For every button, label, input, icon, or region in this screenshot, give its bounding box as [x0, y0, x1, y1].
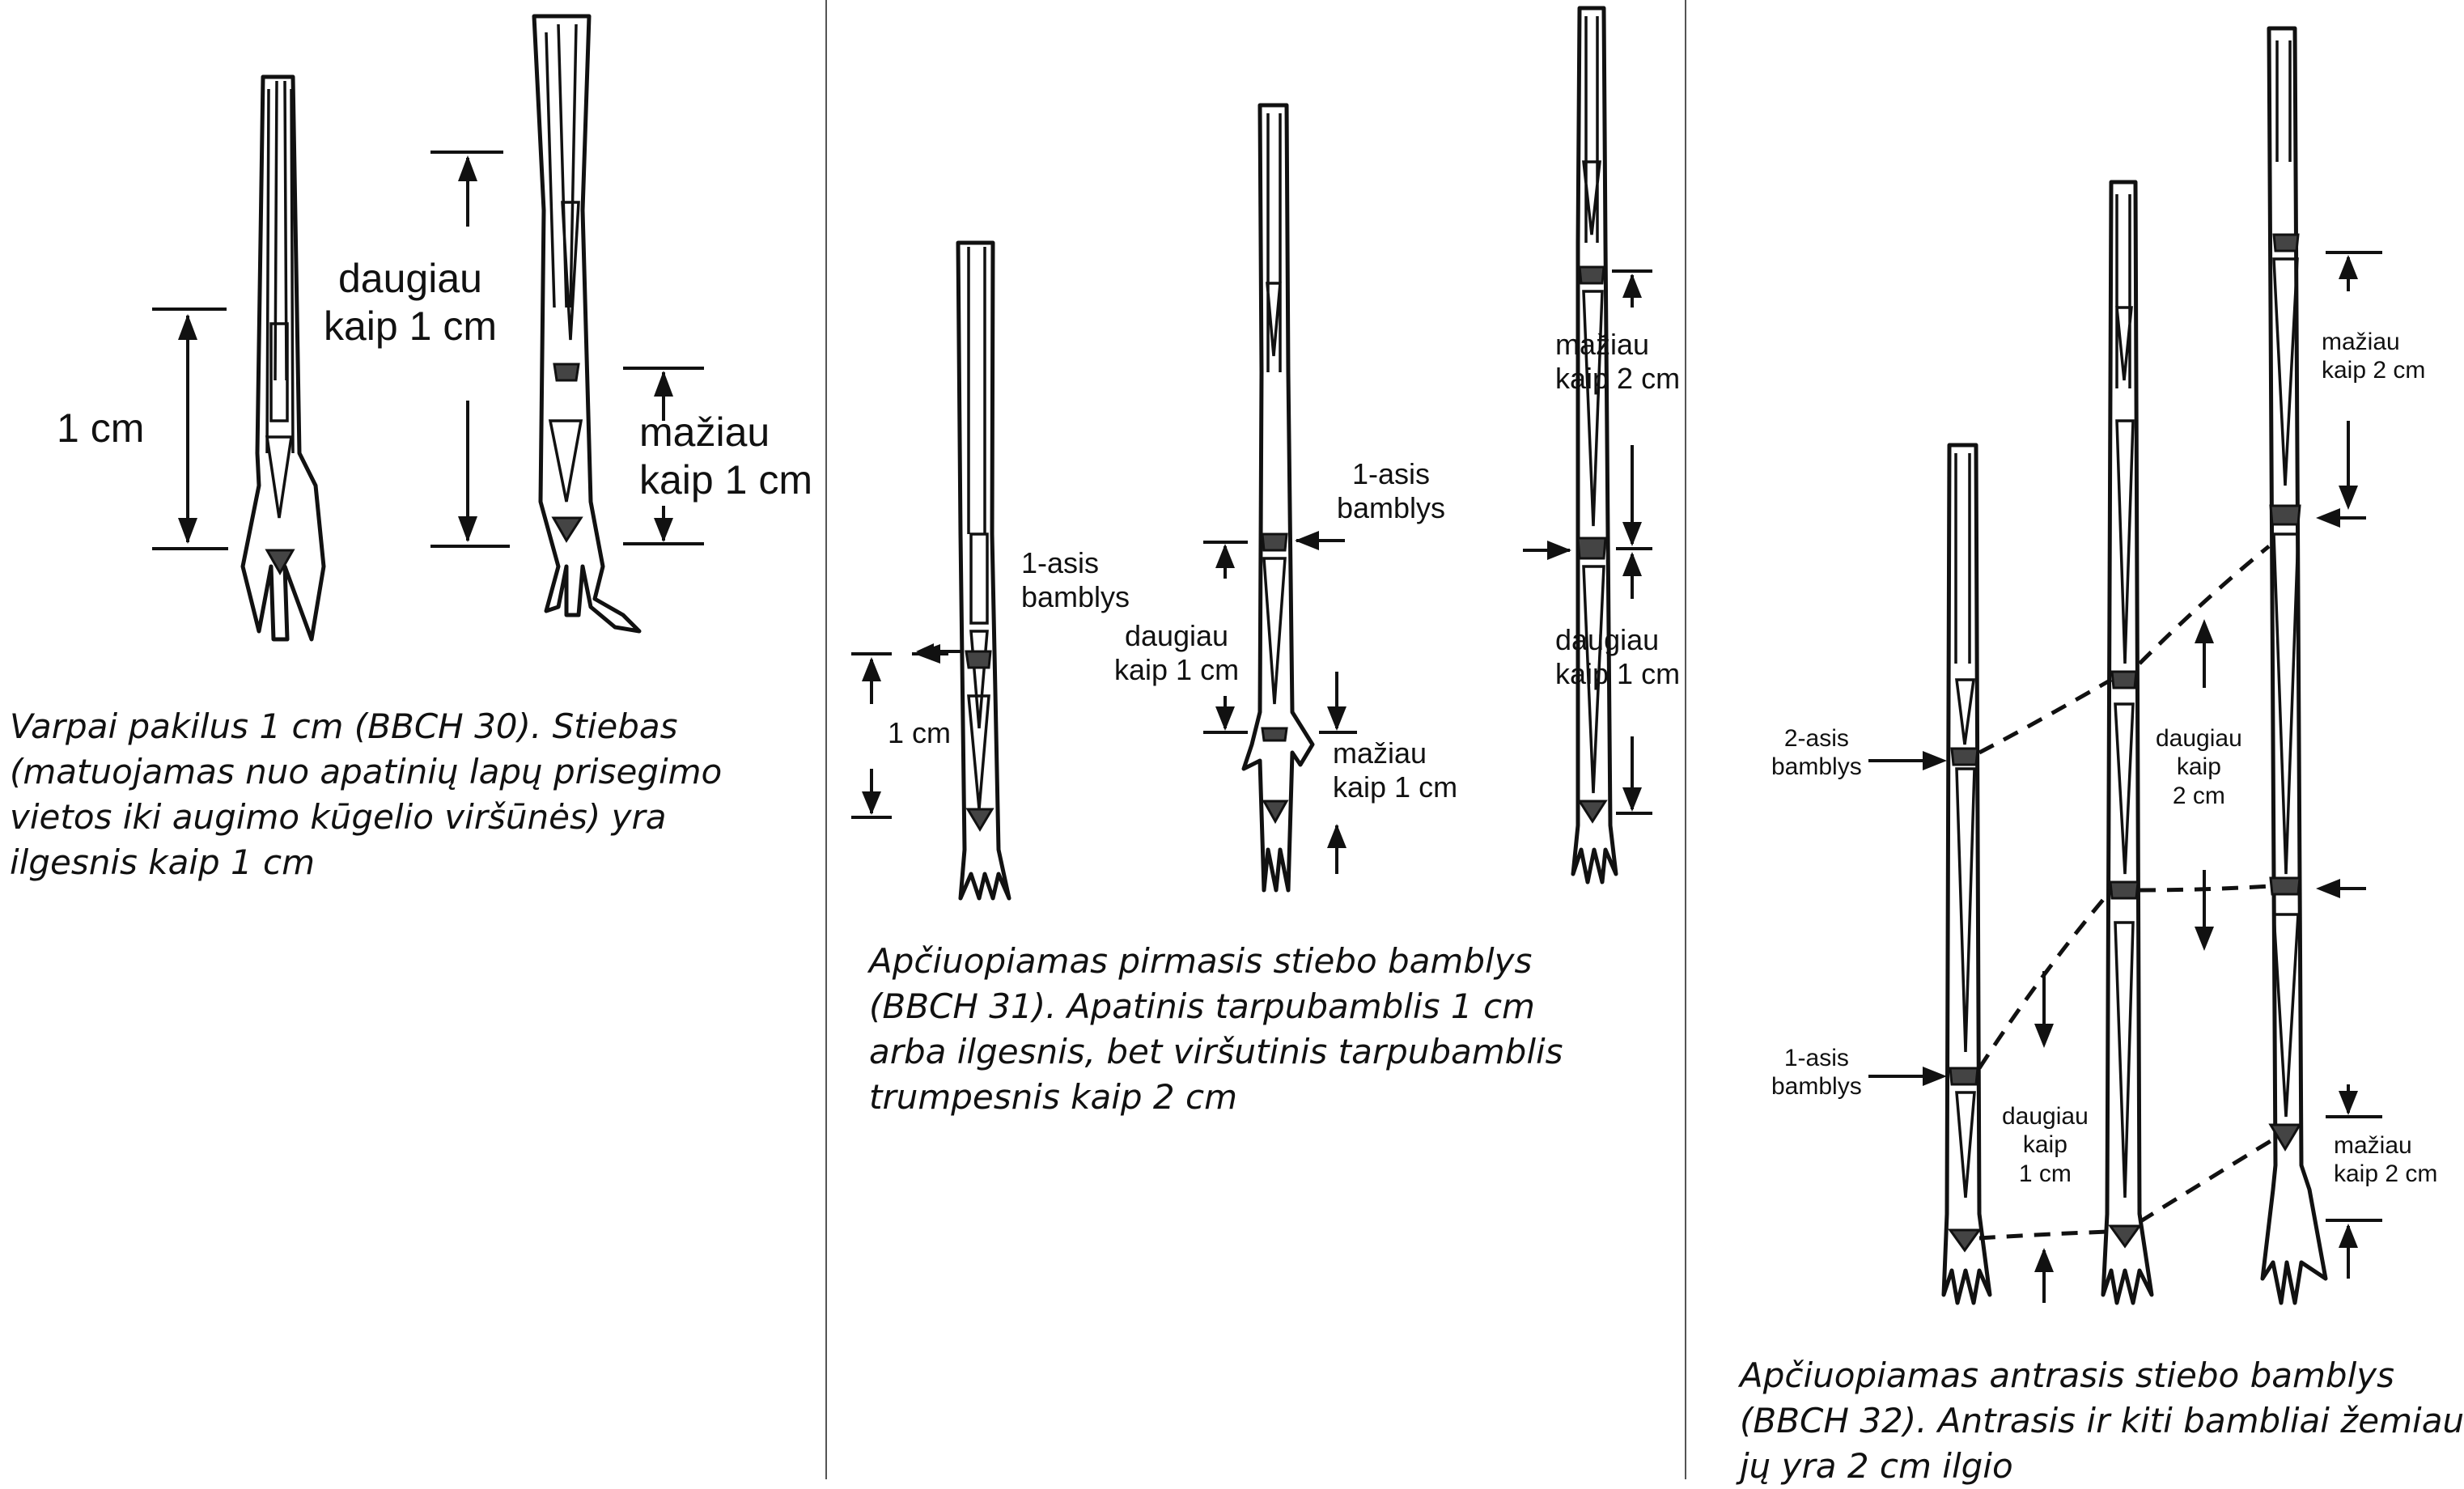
caption-bbch31: Apčiuopiamas pirmasis stiebo bamblys (BB… — [869, 941, 1563, 1117]
label-more-than-1cm-stem3: daugiau kaip 1 cm — [1555, 623, 1681, 691]
label-more-than-2cm: daugiau kaip 2 cm — [2156, 725, 2242, 809]
label-more-than-1cm: daugiau kaip 1 cm — [324, 256, 497, 349]
panel1-drawing — [152, 14, 704, 642]
caption-bbch32: Apčiuopiamas antrasis stiebo bamblys (BB… — [1740, 1355, 2464, 1486]
stem-left-drawing — [1941, 443, 1992, 1305]
dim-more-arrows — [430, 151, 510, 548]
label-node1: 1-asis bamblys — [1771, 1045, 1862, 1101]
label-1cm: 1 cm — [888, 716, 952, 749]
stem-middle-drawing — [2101, 180, 2154, 1305]
stem-a-drawing — [240, 74, 326, 642]
panel3-arrows — [1868, 251, 2382, 1303]
panel-bbch30: 1 cm daugiau kaip 1 cm mažiau kaip 1 cm … — [0, 0, 824, 1479]
label-node1-stem1: 1-asis bamblys — [1021, 546, 1130, 614]
stem-3-drawing — [1571, 6, 1618, 884]
stem-3-arrows — [1523, 269, 1652, 815]
label-more-than-1cm: daugiau kaip 1 cm — [2002, 1103, 2089, 1187]
panel-bbch31: 1-asis bamblys 1 cm daugiau kaip 1 cm ma… — [825, 0, 1685, 1479]
label-node2: 2-asis bamblys — [1771, 725, 1862, 781]
panel3-drawing — [1868, 26, 2382, 1305]
stem-right-drawing — [2260, 26, 2328, 1305]
stem-1-arrows — [851, 643, 961, 819]
stem-2-drawing — [1241, 103, 1315, 893]
label-less-than-2cm-top: mažiau kaip 2 cm — [2322, 329, 2426, 384]
dim-1cm-arrows — [152, 308, 228, 550]
label-more-than-1cm-stem2: daugiau kaip 1 cm — [1114, 619, 1240, 687]
label-less-than-2cm-bottom: mažiau kaip 2 cm — [2334, 1132, 2438, 1188]
label-node1-stem3: 1-asis bamblys — [1337, 457, 1446, 525]
stem-b-drawing — [532, 14, 642, 634]
panel-bbch32: 2-asis bamblys 1-asis bamblys daugiau ka… — [1685, 0, 2464, 1486]
label-1cm: 1 cm — [57, 405, 145, 451]
panel2-drawing — [851, 6, 1652, 901]
dim-less-arrows — [623, 367, 704, 545]
caption-bbch30: Varpai pakilus 1 cm (BBCH 30). Stiebas (… — [10, 706, 723, 882]
stem-1-drawing — [956, 240, 1011, 901]
label-less-than-1cm-stem2: mažiau kaip 1 cm — [1333, 736, 1458, 804]
stem-2-arrows — [1203, 531, 1357, 874]
label-less-than-1cm: mažiau kaip 1 cm — [639, 409, 812, 503]
label-less-than-2cm-stem3: mažiau kaip 2 cm — [1555, 328, 1681, 396]
